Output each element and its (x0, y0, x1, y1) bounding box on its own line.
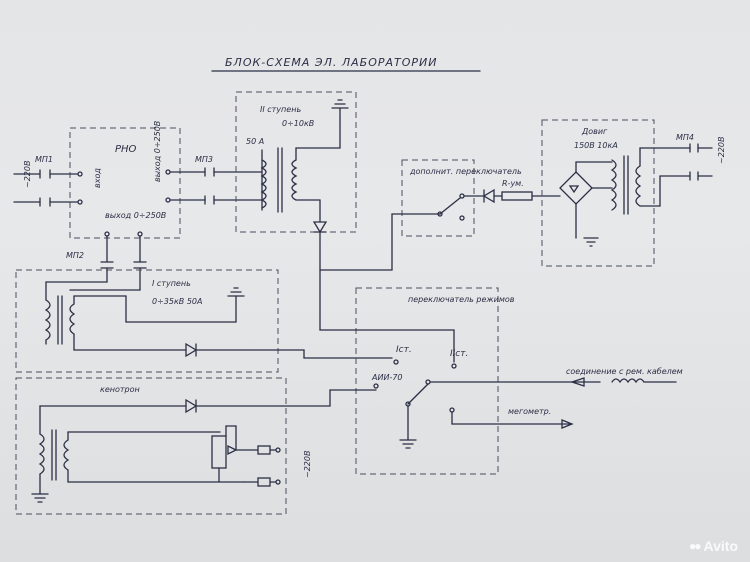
rno-output-terminals (165, 169, 171, 203)
kenotron-block (15, 377, 287, 515)
dovig-transformer (610, 147, 691, 215)
mp1-label: МП1 (35, 155, 53, 164)
position-ii-label: IIст. (450, 349, 468, 359)
kenotron-label: кенотрон (100, 385, 140, 394)
stage2-range-label: 0÷10кВ (282, 119, 314, 128)
mp3-switch (169, 167, 263, 205)
mp2-label: МП2 (66, 251, 84, 260)
additional-switch-label: дополнит. переключатель (409, 167, 522, 176)
mode-switch-ground-icon (399, 439, 417, 449)
stage1-label: I ступень (152, 279, 191, 288)
diagram-title: БЛОК-СХЕМА ЭЛ. ЛАБОРАТОРИИ (225, 56, 438, 69)
rno-label: РНО (115, 144, 137, 155)
stage1-diode-icon (185, 342, 393, 359)
avito-watermark-text: Avito (703, 538, 738, 554)
stage2-transformer (260, 117, 341, 223)
input-bottom-label: ~220В (303, 451, 312, 478)
stage1-transformer (44, 295, 237, 351)
rno-bottom-terminals (104, 231, 143, 237)
position-i-label: Iст. (396, 345, 412, 355)
stage1-spec-label: 0÷35кВ 50А (152, 297, 203, 306)
position-i-terminal (393, 359, 399, 365)
dovig-label: Довиг (581, 127, 608, 136)
rno-input-label: вход (93, 168, 102, 188)
cable-label: соединение с рем. кабелем (566, 367, 683, 376)
dovig-block (541, 119, 655, 267)
stage1-ground-icon (227, 287, 245, 297)
mode-switch-contacts (405, 379, 601, 441)
megohmmeter-label: мегометр. (508, 407, 551, 416)
bridge-rectifier-icon (559, 161, 613, 239)
stage2-current-label: 50 А (246, 137, 264, 146)
rno-bottom-output-label: выход 0÷250В (105, 211, 166, 220)
position-ii-terminal (451, 363, 457, 369)
position-aii-terminal (373, 383, 379, 389)
rno-output-label: выход 0÷250В (153, 121, 162, 182)
resistor-label: R-ум. (502, 179, 524, 188)
resistor-icon (501, 191, 533, 201)
stage2-label: II ступень (260, 105, 301, 114)
kenotron-transformer (38, 405, 245, 495)
mp1-switch (13, 169, 83, 207)
kenotron-diode-icon (39, 389, 377, 414)
position-aii-label: АИИ-70 (371, 373, 403, 382)
kenotron-ground-icon (31, 493, 49, 503)
kenotron-fuses (235, 445, 281, 487)
additional-switch-block (401, 159, 475, 237)
avito-logo-icon: ●● (689, 539, 701, 553)
additional-switch (319, 193, 485, 271)
stage2-ground-icon (331, 99, 349, 119)
mp4-label: МП4 (676, 133, 694, 142)
mp2-switch (45, 235, 147, 301)
mp3-label: МП3 (195, 155, 213, 164)
stage2-block (235, 91, 357, 233)
avito-watermark: ●● Avito (689, 538, 738, 554)
mode-switch-block (355, 287, 499, 475)
megohmmeter-arrow-icon (561, 419, 574, 429)
input-right-label: ~220В (717, 137, 726, 164)
dovig-spec-label: 150В 10кА (574, 141, 618, 150)
rheostat-icon (211, 425, 238, 483)
mode-switch-label: переключатель режимов (408, 295, 515, 304)
stage2-diode-icon (312, 221, 328, 331)
diode-icon (482, 188, 503, 204)
stage1-block (15, 269, 279, 373)
mp4-switch (689, 143, 713, 181)
rno-block (69, 127, 181, 239)
dovig-ground-icon (583, 237, 599, 247)
cable-inductor-icon (569, 377, 677, 387)
